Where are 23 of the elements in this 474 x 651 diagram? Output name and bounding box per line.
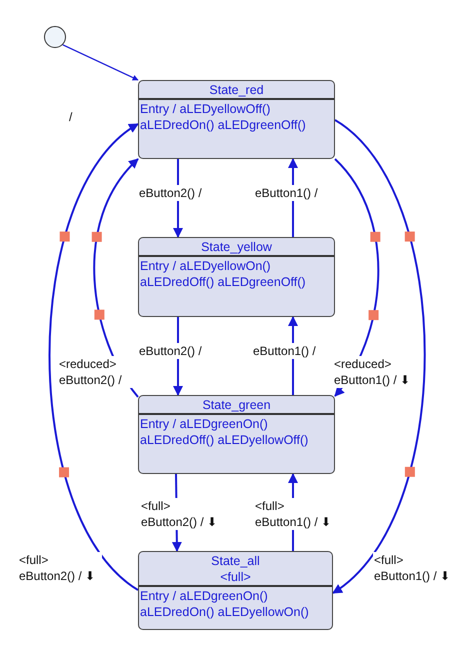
state-name: State_all [210, 553, 261, 569]
state-box [138, 395, 335, 474]
note-label: / [69, 110, 72, 124]
state-name: State_green [201, 397, 272, 413]
state-box [138, 80, 335, 159]
edge-label: eButton2() / [138, 343, 203, 359]
transition-arrow [332, 119, 426, 594]
state-name: State_yellow [200, 239, 273, 255]
entry-action: Entry / aLEDyellowOff() aLEDredOn() aLEDgreenOff() [139, 101, 307, 134]
edge-label: eButton2() / [138, 185, 203, 201]
transition-arrow [48, 123, 139, 591]
state-box [138, 237, 335, 317]
entry-action: Entry / aLEDgreenOn() aLEDredOn() aLEDyellowOn() [139, 588, 310, 621]
edge-label: eButton1() / [252, 343, 317, 359]
state-box [138, 551, 333, 630]
transition-arrow [62, 44, 139, 81]
entry-action: Entry / aLEDgreenOn() aLEDredOff() aLEDyellowOff() [139, 416, 310, 449]
state-name: State_red [208, 82, 265, 98]
entry-action: Entry / aLEDyellowOn() aLEDredOff() aLEDgreenOff() [139, 258, 307, 291]
state-stereotype: <full> [219, 569, 252, 585]
edge-label: eButton1() / [254, 185, 319, 201]
initial-state-circle [44, 26, 66, 48]
edge-label: <full> eButton2() / ⬇ [18, 552, 102, 584]
